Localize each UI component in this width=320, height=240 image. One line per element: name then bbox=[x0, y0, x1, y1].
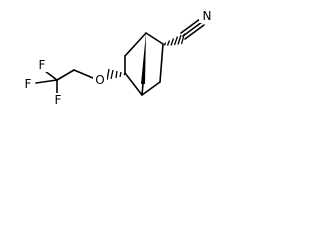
bond-c2-c3 bbox=[145, 32, 164, 45]
bond-c-f-top bbox=[44, 70, 58, 81]
bond-ch2-cf3 bbox=[56, 69, 75, 81]
nitrile-bond-3 bbox=[180, 18, 201, 34]
atom-label-fluorine-left: F bbox=[25, 77, 32, 91]
atom-label-nitrogen: N bbox=[203, 9, 212, 23]
nitrile-bond-2 bbox=[184, 24, 205, 40]
bridge-bond bbox=[141, 83, 144, 96]
hashed-bond-to-oxygen bbox=[106, 68, 126, 81]
structure-diagram: N O F F F bbox=[22, 9, 213, 107]
nitrile-bond-1 bbox=[182, 21, 203, 37]
bridge-wedge-bond bbox=[141, 33, 146, 84]
bond-c4-c5 bbox=[141, 81, 161, 96]
bond-c-f-left bbox=[35, 79, 58, 84]
bond-c1-c2 bbox=[124, 32, 147, 57]
bond-o-ch2 bbox=[73, 69, 94, 79]
bond-c3-c4 bbox=[159, 43, 164, 83]
atom-label-fluorine-bottom: F bbox=[55, 93, 62, 107]
bond-c5-c6 bbox=[124, 72, 143, 96]
atom-label-fluorine-top: F bbox=[39, 58, 46, 72]
atom-label-oxygen: O bbox=[95, 73, 104, 87]
hashed-bond-to-nitrile bbox=[163, 33, 186, 46]
